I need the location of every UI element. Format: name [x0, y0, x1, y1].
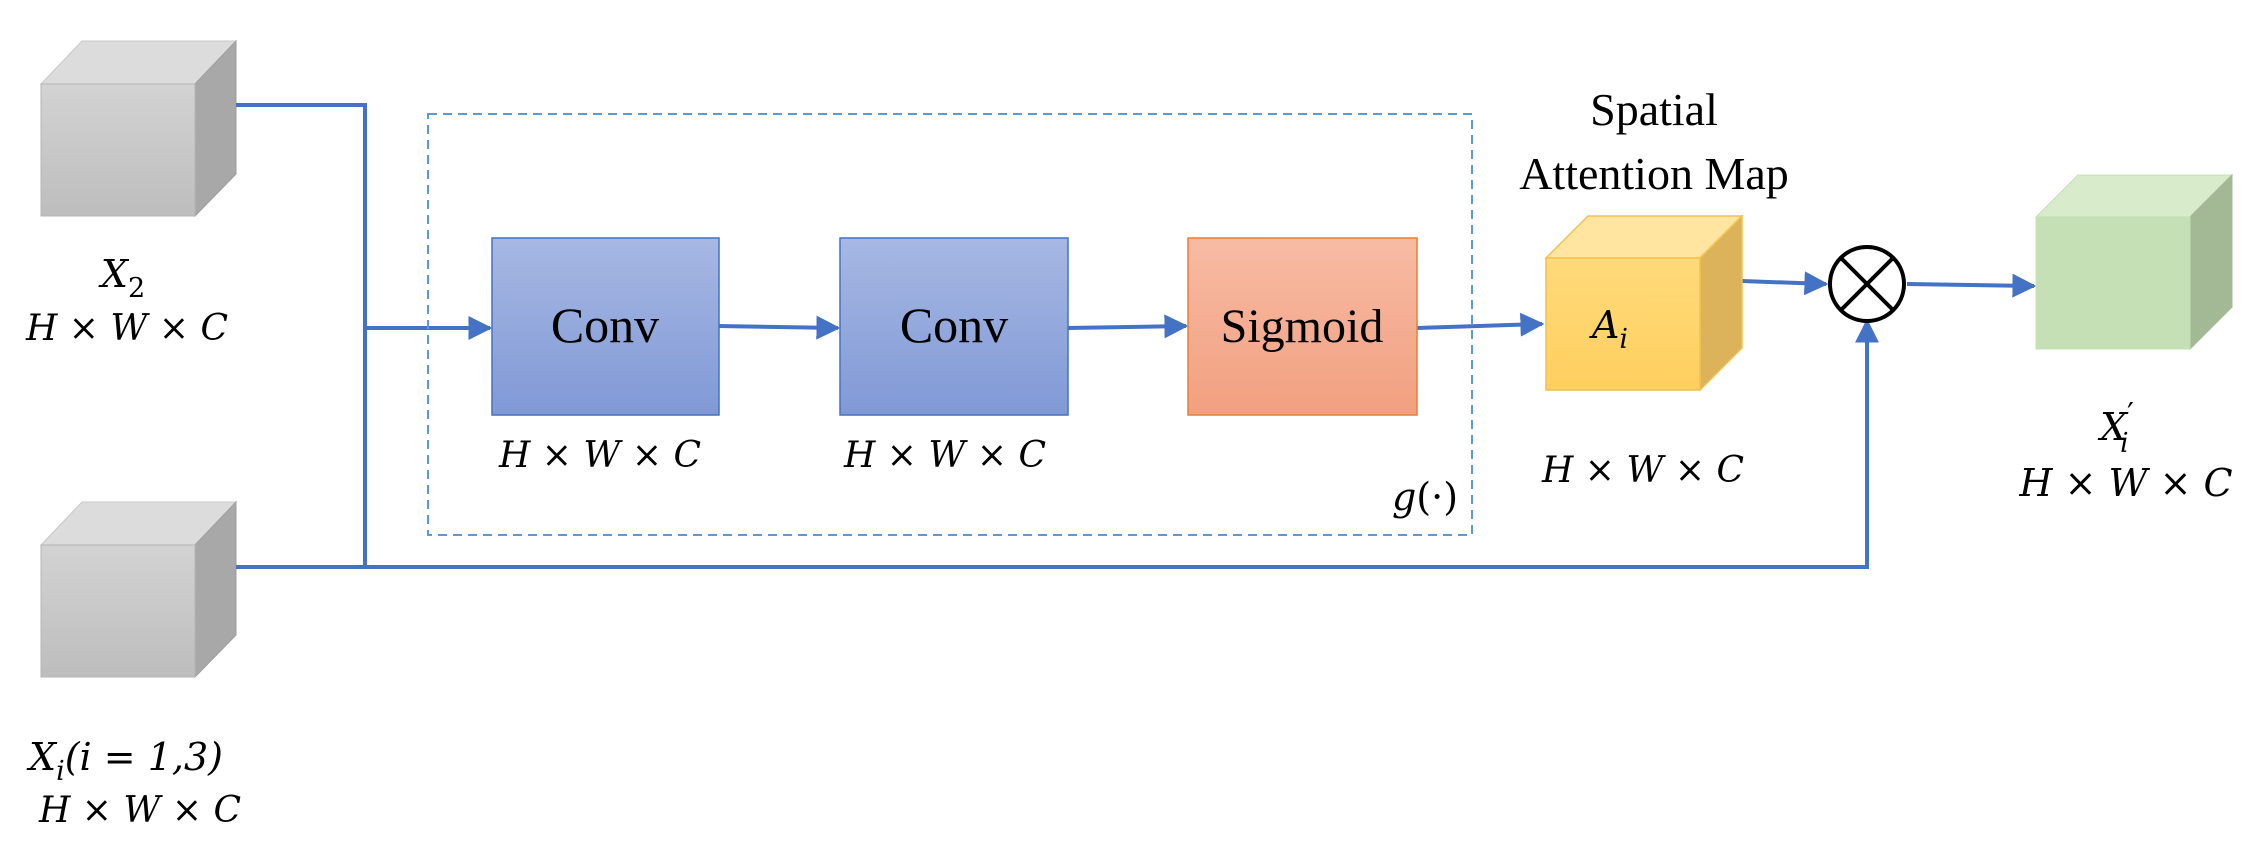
g-function-label: g(·)	[1392, 475, 1458, 519]
x2-dims: H × W × C	[25, 308, 228, 349]
conv2-label: Conv	[900, 297, 1008, 353]
attention-title-line2: Attention Map	[1519, 148, 1789, 199]
arrow-sigmoid-attention	[1416, 312, 1545, 337]
arrow-attention-multiply	[1741, 271, 1829, 296]
multiply-operator	[1828, 245, 1906, 323]
xi-dims: H × W × C	[38, 790, 241, 831]
arrow-multiply-output	[1906, 273, 2037, 298]
output-dims: H × W × C	[2018, 461, 2232, 505]
attention-dims: H × W × C	[1541, 450, 1744, 491]
attention-title-line1: Spatial	[1590, 84, 1718, 135]
output-label: X′i	[2097, 397, 2134, 459]
input-cube-xi	[39, 500, 238, 679]
x2-line	[236, 103, 367, 567]
g-function-boundary	[427, 113, 1473, 536]
input-cube-x2	[39, 39, 238, 218]
conv1-dims: H × W × C	[498, 435, 701, 476]
arrow-conv2-sigmoid	[1066, 314, 1189, 339]
sigmoid-label: Sigmoid	[1221, 300, 1384, 353]
arrow-conv1-conv2	[717, 315, 841, 340]
x2-label: X2	[98, 252, 145, 304]
output-cube	[2034, 173, 2234, 351]
conv2-block	[839, 237, 1069, 416]
sigmoid-block	[1187, 237, 1418, 416]
connectors	[236, 103, 2037, 569]
conv2-dims: H × W × C	[843, 435, 1046, 476]
xi-label: Xi(i = 1,3)	[26, 735, 223, 787]
attention-var-label: Ai	[1589, 303, 1628, 355]
xi-bus-line	[236, 318, 1879, 569]
conv1-block	[491, 237, 720, 416]
attention-map-cube	[1544, 214, 1744, 392]
conv1-label: Conv	[551, 297, 659, 353]
